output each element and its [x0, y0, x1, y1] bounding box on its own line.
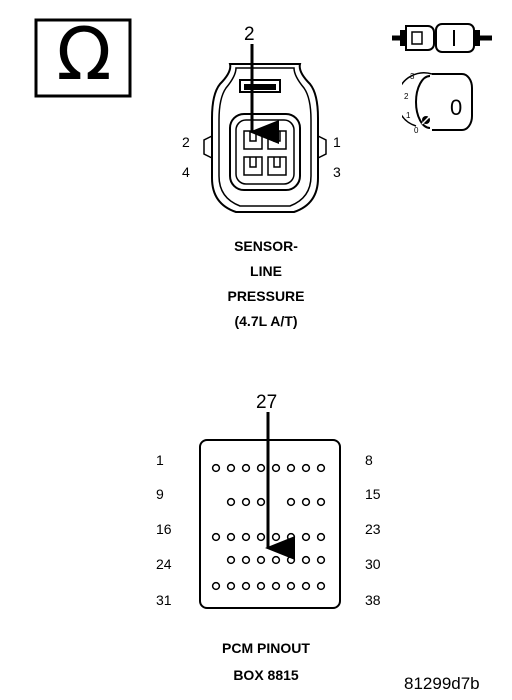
- pcm-caption-line-2: BOX 8815: [233, 667, 299, 683]
- pcm-row2-right-label: 15: [365, 486, 381, 502]
- pcm-pin-cavity: [301, 463, 311, 473]
- pcm-pin-cavity: [286, 497, 296, 507]
- pcm-row2-left-label: 9: [156, 486, 164, 502]
- pcm-pin-cavity: [241, 463, 251, 473]
- pcm-row3-left-label: 16: [156, 521, 172, 537]
- pcm-pin-cavity: [256, 532, 266, 542]
- pcm-pin-cavity: [271, 581, 281, 591]
- ignition-switch-icon: [402, 72, 473, 131]
- sensor-pointer-label: 2: [244, 24, 255, 45]
- pcm-pin-cavity: [271, 555, 281, 565]
- pcm-pin-cavity: [211, 463, 221, 473]
- pcm-pin-cavity: [301, 581, 311, 591]
- sensor-pin-label-1: 1: [333, 134, 341, 150]
- pcm-row1-right-label: 8: [365, 452, 373, 468]
- pcm-pointer-label: 27: [256, 392, 278, 413]
- pcm-row5-right-label: 38: [365, 592, 381, 608]
- pcm-pin-cavity: [226, 463, 236, 473]
- pcm-pin-cavity: [271, 532, 281, 542]
- sensor-caption-line-3: PRESSURE: [227, 288, 305, 304]
- pcm-pin-cavity: [226, 497, 236, 507]
- pcm-pin-cavity: [316, 463, 326, 473]
- ignition-scale-3: 3: [410, 72, 415, 81]
- ignition-scale-2: 2: [404, 92, 409, 101]
- pcm-pin-cavity: [286, 463, 296, 473]
- ohm-symbol-text: Ω: [56, 12, 112, 96]
- pcm-pin-cavity: [301, 555, 311, 565]
- pcm-row4-left-label: 24: [156, 556, 172, 572]
- pcm-pin-cavity: [301, 532, 311, 542]
- pcm-caption-line-1: PCM PINOUT: [222, 640, 310, 656]
- ignition-scale-0: 0: [414, 126, 419, 135]
- sensor-connector-drawing: [203, 44, 327, 213]
- sensor-caption-line-4: (4.7L A/T): [234, 313, 298, 329]
- pcm-row5-left-label: 31: [156, 592, 172, 608]
- pcm-pin-cavity: [256, 497, 266, 507]
- pcm-pin-cavity: [256, 581, 266, 591]
- pcm-pin-cavity: [241, 555, 251, 565]
- pcm-row3-right-label: 23: [365, 521, 381, 537]
- pcm-pin-cavity: [286, 532, 296, 542]
- disconnected-connector-icon: [392, 23, 492, 53]
- pcm-pin-cavity: [316, 497, 326, 507]
- pcm-pin-cavity: [316, 581, 326, 591]
- pcm-connector-drawing: [199, 412, 341, 609]
- ignition-scale-1: 1: [406, 111, 411, 120]
- ohm-symbol-icon: [34, 18, 132, 98]
- pcm-pin-cavity: [271, 463, 281, 473]
- pcm-pin-cavity: [226, 532, 236, 542]
- pcm-pin-cavity: [316, 555, 326, 565]
- pcm-pin-cavity: [256, 555, 266, 565]
- sensor-pin-label-2: 2: [182, 134, 190, 150]
- ignition-position-label: 0: [450, 95, 463, 120]
- pcm-row1-left-label: 1: [156, 452, 164, 468]
- pcm-pin-cavity: [226, 581, 236, 591]
- pcm-pin-cavity: [286, 581, 296, 591]
- pcm-pin-cavity: [256, 463, 266, 473]
- sensor-caption-line-1: SENSOR-: [234, 238, 298, 254]
- pcm-pin-cavity: [241, 497, 251, 507]
- pcm-pin-cavity: [211, 581, 221, 591]
- figure-id: 81299d7b: [404, 674, 480, 693]
- pcm-row4-right-label: 30: [365, 556, 381, 572]
- pcm-pin-cavity: [226, 555, 236, 565]
- pcm-pin-cavity: [211, 532, 221, 542]
- pcm-pin-cavity: [316, 532, 326, 542]
- pcm-pin-cavity: [241, 532, 251, 542]
- pcm-pin-cavity: [286, 555, 296, 565]
- pcm-pin-cavity: [301, 497, 311, 507]
- sensor-pin-label-4: 4: [182, 164, 190, 180]
- sensor-caption-line-2: LINE: [250, 263, 282, 279]
- sensor-pin-label-3: 3: [333, 164, 341, 180]
- pcm-pin-cavity: [241, 581, 251, 591]
